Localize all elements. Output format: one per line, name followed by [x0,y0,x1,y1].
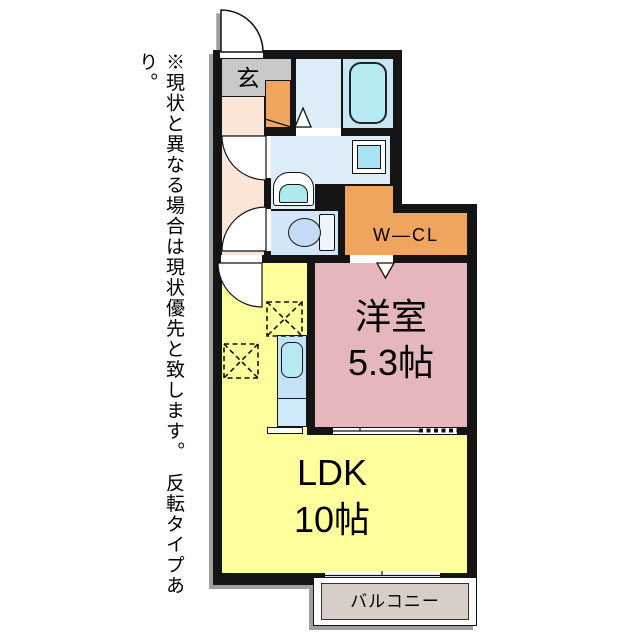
western-room-label: 洋室 5.3帖 [315,294,467,385]
kitchen-sink-icon [281,342,303,378]
balcony-floor [321,583,469,620]
balcony-label: バルコニー [350,592,440,611]
wcl-label: W—CL [373,225,439,245]
sink-basin [279,184,308,203]
bathroom-door-opening [296,128,341,136]
ldk-label: LDK 10帖 [237,450,427,544]
ldk-door-opening [221,255,262,263]
ldk-size: 10帖 [293,498,371,540]
entrance-door-swing-icon [220,9,264,53]
western-room-name: 洋室 [354,296,427,337]
bathtub-icon [349,62,387,124]
toilet-icon [288,218,321,247]
genkan-label: 玄 [236,65,260,91]
ldk-name: LDK [296,452,368,493]
kitchen-counter [267,427,303,434]
disclaimer-note: ※現状と異なる場合は現状優先と致します。 反転タイプあり。 [136,52,184,596]
wall-ldk-western [307,255,315,435]
hallway-floor [222,97,264,255]
washroom-door-opening [262,136,271,178]
toilet-door-opening [262,209,271,251]
western-room-floor [315,263,467,427]
entrance-opening [220,51,263,58]
kitchen-unit-lower [277,398,307,427]
walk-in-closet [345,213,467,255]
western-room-partition-opening [333,428,457,434]
toilet-tank [319,214,335,251]
walk-in-closet-upper [345,186,393,214]
wcl-door-opening [350,255,393,263]
washing-machine-icon [357,145,381,169]
western-room-size: 5.3帖 [347,341,435,383]
